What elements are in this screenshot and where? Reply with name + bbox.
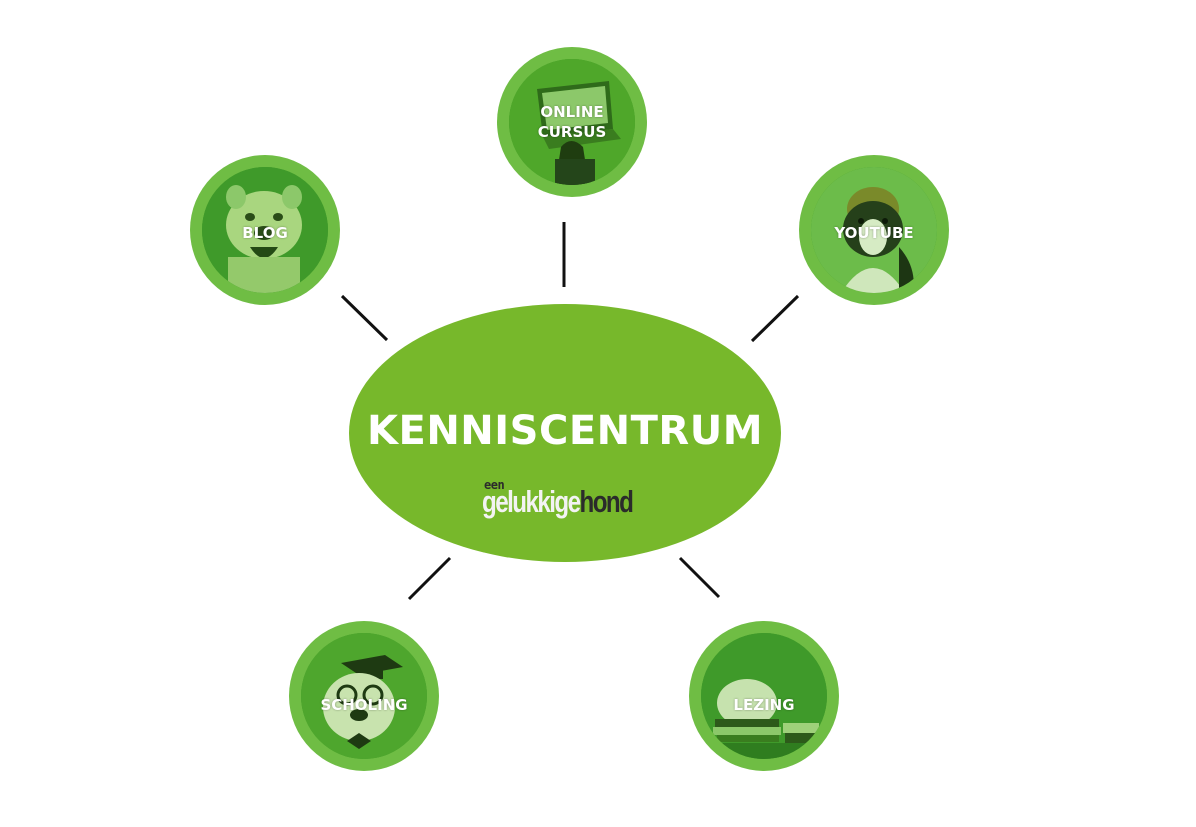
logo-part1: gelukkige: [482, 484, 581, 519]
connector-youtube: [750, 294, 800, 343]
node-label-line2: CURSUS: [537, 123, 607, 141]
connector-blog: [340, 294, 389, 342]
node-lezing[interactable]: LEZING: [689, 621, 839, 771]
connector-scholing: [407, 556, 452, 601]
node-label-blog: BLOG: [190, 223, 340, 243]
node-label-lezing: LEZING: [689, 695, 839, 715]
node-youtube[interactable]: YOUTUBE: [799, 155, 949, 305]
node-label-line1: YOUTUBE: [834, 224, 914, 242]
books-dog-icon: [701, 633, 827, 759]
node-label-line1: LEZING: [733, 696, 795, 714]
node-label-line1: BLOG: [242, 224, 288, 242]
node-online-cursus[interactable]: ONLINE CURSUS: [497, 47, 647, 197]
logo-main-text: gelukkigehond: [482, 484, 634, 520]
node-scholing[interactable]: SCHOLING: [289, 621, 439, 771]
node-blog[interactable]: BLOG: [190, 155, 340, 305]
node-label-line1: SCHOLING: [320, 696, 408, 714]
center-hub[interactable]: KENNISCENTRUM een gelukkigehond: [349, 304, 781, 562]
graduate-dog-icon: [301, 633, 427, 759]
logo-part2: hond: [579, 484, 634, 519]
connector-lezing: [678, 556, 721, 599]
node-label-youtube: YOUTUBE: [799, 223, 949, 243]
center-title: KENNISCENTRUM: [367, 408, 763, 454]
node-label-line1: ONLINE: [540, 103, 604, 121]
bulldog-icon: [202, 167, 328, 293]
laptop-dog-icon: [509, 59, 635, 185]
brand-logo: een gelukkigehond: [482, 478, 652, 524]
node-label-online-cursus: ONLINE CURSUS: [497, 102, 647, 142]
node-label-scholing: SCHOLING: [289, 695, 439, 715]
bernese-dog-icon: [811, 167, 937, 293]
logo-small-text: een: [484, 478, 505, 492]
